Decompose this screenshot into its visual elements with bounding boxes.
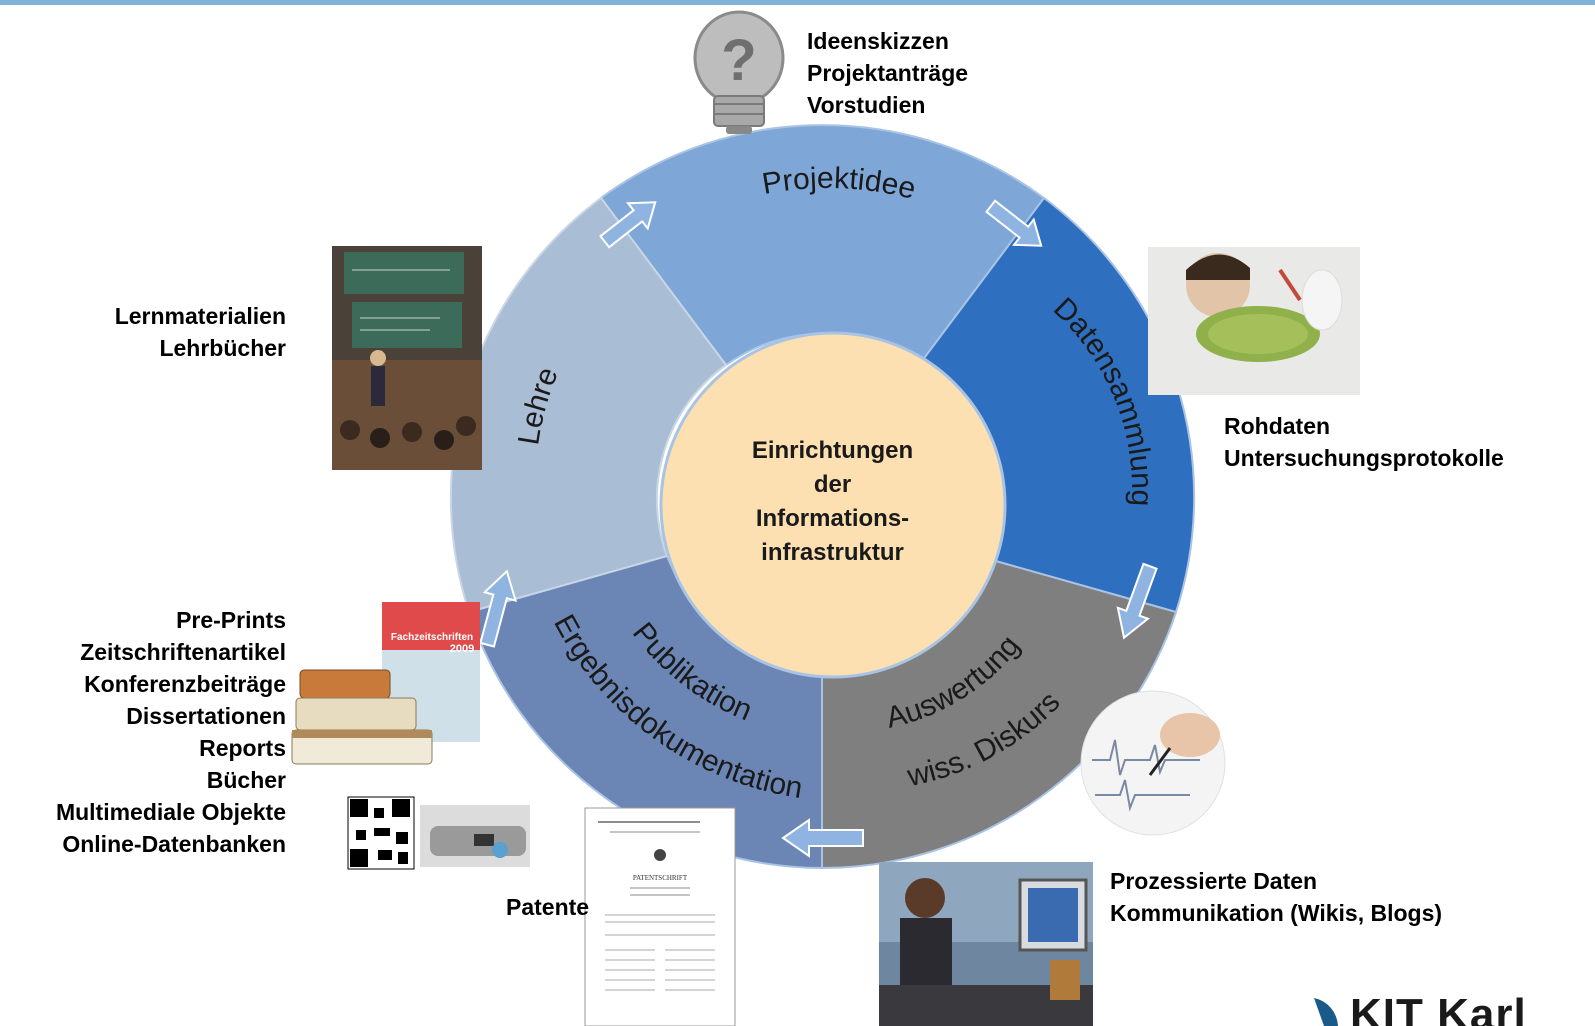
annotation-datensammlung: Rohdaten Untersuchungsprotokolle <box>1224 410 1504 474</box>
arrow-datensammlung-to-auswertung <box>1116 562 1158 640</box>
annotation-item: Rohdaten <box>1224 413 1331 439</box>
annotation-item: Kommunikation (Wikis, Blogs) <box>1110 900 1443 926</box>
segment-lehre <box>449 196 728 614</box>
center-line-4: infrastruktur <box>761 539 904 566</box>
kit-logo-text: KIT Karl <box>1350 990 1527 1026</box>
journal-cover-title: Fachzeitschriften <box>391 632 473 643</box>
annotation-projektidee: Ideenskizzen Projektanträge Vorstudien <box>807 25 968 121</box>
annotation-auswertung: Prozessierte Daten Kommunikation (Wikis,… <box>1110 865 1442 929</box>
annotation-item: Reports <box>199 735 286 761</box>
annotation-item: Lehrbücher <box>159 335 286 361</box>
journal-cover-year: 2009 <box>450 643 474 655</box>
annotation-patente: Patente <box>506 891 589 923</box>
annotation-item: Bücher <box>206 767 286 793</box>
center-line-3: Informations- <box>755 505 910 532</box>
top-accent-bar <box>0 0 1595 5</box>
patent-document-photo: PATENTSCHRIFT <box>584 807 736 1026</box>
annotation-item: Ideenskizzen <box>807 28 949 54</box>
qr-code-photo <box>346 795 536 871</box>
annotation-item: Dissertationen <box>126 703 286 729</box>
annotation-lehre: Lernmaterialien Lehrbücher <box>40 300 286 364</box>
lightbulb-question-icon: ? <box>693 10 785 134</box>
annotation-item: Multimediale Objekte <box>55 799 286 825</box>
center-line-2: der <box>813 471 852 498</box>
annotation-item: Vorstudien <box>807 92 926 118</box>
patent-title: PATENTSCHRIFT <box>633 874 688 882</box>
annotation-item: Untersuchungsprotokolle <box>1224 445 1504 471</box>
svg-text:?: ? <box>721 28 756 93</box>
ecg-writing-photo <box>1080 690 1226 836</box>
computer-workplace-photo <box>879 862 1093 1026</box>
kit-logo-mark-icon <box>1314 998 1338 1026</box>
lecture-hall-photo <box>332 246 482 470</box>
center-circle <box>659 331 1007 679</box>
annotation-item: Projektanträge <box>807 60 969 86</box>
arrow-auswertung-to-publikation <box>781 818 864 858</box>
arrow-projektidee-to-datensammlung <box>985 199 1043 247</box>
annotation-item: Konferenzbeiträge <box>84 671 286 697</box>
annotation-item: Lernmaterialien <box>114 303 286 329</box>
arrow-lehre-to-projektidee <box>599 201 657 249</box>
annotation-publikation: Pre-Prints Zeitschriftenartikel Konferen… <box>0 604 286 860</box>
books-and-journal-photo: Fachzeitschriften 2009 <box>291 602 480 765</box>
annotation-item: Online-Datenbanken <box>62 831 286 857</box>
center-label: Einrichtungen der Informations- infrastr… <box>660 434 1005 570</box>
annotation-item: Patente <box>506 894 590 920</box>
kit-logo: KIT Karl <box>1300 988 1595 1026</box>
center-line-1: Einrichtungen <box>751 437 914 464</box>
arrow-publikation-to-lehre <box>479 569 518 648</box>
annotation-item: Pre-Prints <box>176 607 286 633</box>
annotation-item: Zeitschriftenartikel <box>80 639 286 665</box>
scientist-photo <box>1148 247 1360 395</box>
annotation-item: Prozessierte Daten <box>1110 868 1318 894</box>
